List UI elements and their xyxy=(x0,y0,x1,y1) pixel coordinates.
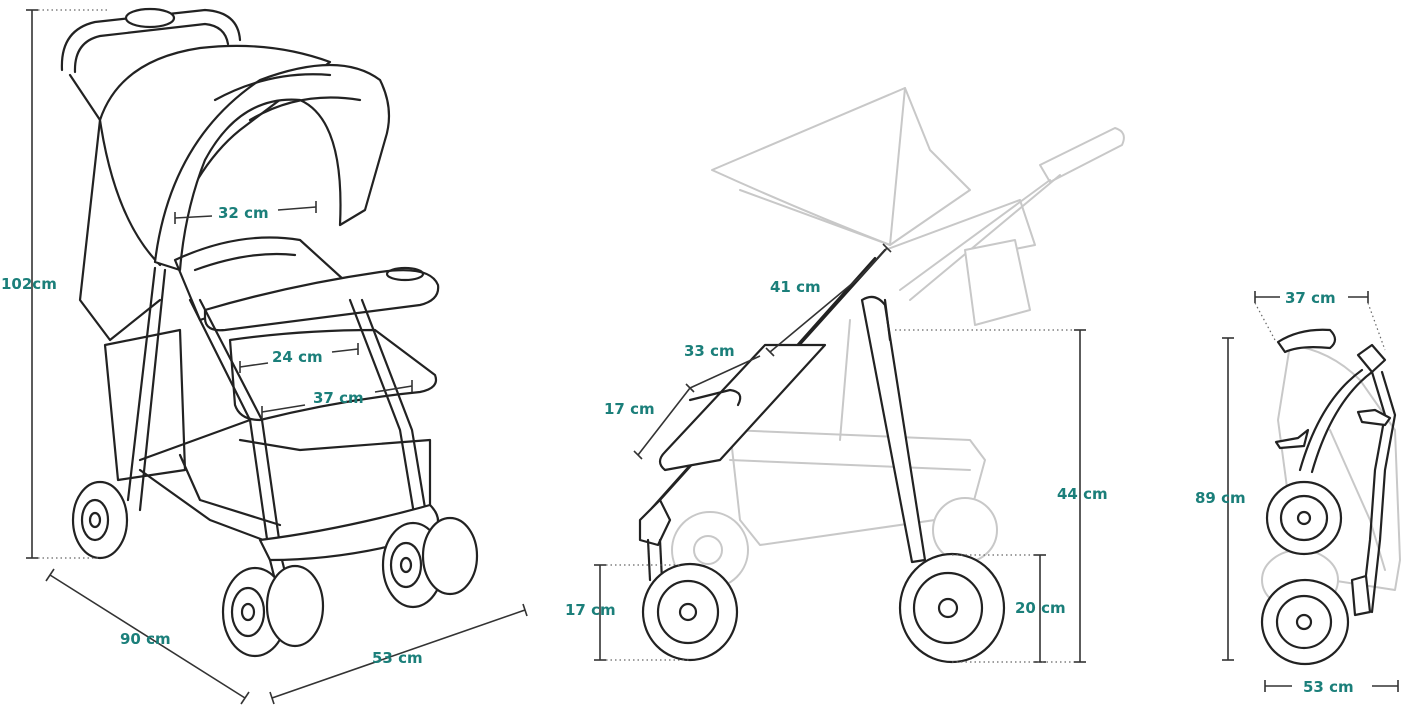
side-view-ghost-body xyxy=(671,87,1125,589)
folded-view-stroller xyxy=(1260,328,1401,666)
front-width-label: 53 cm xyxy=(372,649,423,667)
front-view-stroller xyxy=(60,7,479,658)
front-view-front-right-wheel xyxy=(381,516,479,609)
front-view-dimension-lines xyxy=(26,9,528,705)
side-view-front-wheel xyxy=(641,562,739,662)
folded-width-label: 53 cm xyxy=(1303,678,1354,696)
front-seat-depth-label: 24 cm xyxy=(272,348,323,366)
front-view-rear-left-wheel xyxy=(71,480,129,560)
side-rear-wheel-label: 20 cm xyxy=(1015,599,1066,617)
dimension-labels: 102cm 90 cm 53 cm 32 cm 24 cm 37 cm 41 c… xyxy=(1,204,1354,696)
side-backrest-label: 41 cm xyxy=(770,278,821,296)
front-height-label: 102cm xyxy=(1,275,57,293)
side-view-rear-wheel xyxy=(898,552,1006,664)
front-backrest-width-label: 32 cm xyxy=(218,204,269,222)
side-front-wheel-label: 17 cm xyxy=(565,601,616,619)
side-view-dimension-lines xyxy=(594,243,1086,663)
side-seat-height-label: 44 cm xyxy=(1057,485,1108,503)
folded-view-bottom-wheel xyxy=(1260,578,1350,666)
front-length-label: 90 cm xyxy=(120,630,171,648)
front-view-front-left-wheel xyxy=(221,564,325,658)
folded-height-label: 89 cm xyxy=(1195,489,1246,507)
folded-view-dimension-lines xyxy=(1222,291,1399,692)
front-seat-width-label: 37 cm xyxy=(313,389,364,407)
folded-view-top-wheel xyxy=(1265,480,1343,556)
side-view-stroller xyxy=(638,87,1125,664)
folded-depth-label: 37 cm xyxy=(1285,289,1336,307)
side-footrest-label: 17 cm xyxy=(604,400,655,418)
side-seat-label: 33 cm xyxy=(684,342,735,360)
